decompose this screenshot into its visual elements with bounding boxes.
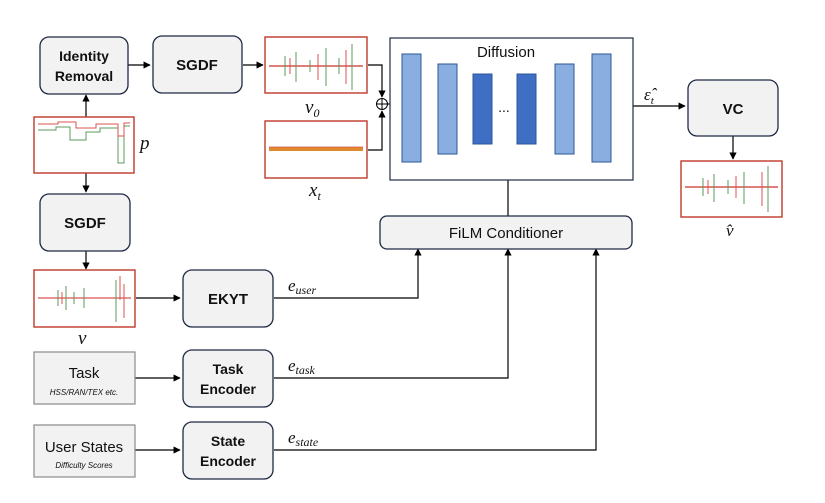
e-user-base: e — [288, 276, 296, 295]
xt-label-sub: t — [317, 189, 321, 203]
eps-hat-sub: t — [651, 95, 655, 107]
arrow-state-encoder-to-film — [274, 248, 600, 451]
e-task-label: etask — [288, 356, 316, 377]
user-states-label: User States — [45, 439, 123, 456]
task-input-box: Task HSS/RAN/TEX etc. — [33, 351, 136, 405]
task-encoder-line1: Task — [213, 361, 244, 377]
sgdf-left-box: SGDF — [39, 193, 131, 252]
state-encoder-box: State Encoder — [182, 421, 274, 480]
sgdf-top-box: SGDF — [152, 35, 243, 94]
v0-signal-thumbnail — [264, 36, 368, 94]
diffusion-block: Diffusion ... — [389, 37, 634, 181]
e-user-label: euser — [288, 276, 317, 297]
sgdf-left-label: SGDF — [64, 215, 106, 232]
e-task-base: e — [288, 356, 296, 375]
sgdf-top-label: SGDF — [176, 57, 218, 74]
e-state-base: e — [288, 428, 296, 447]
xt-label: xt — [308, 180, 321, 203]
e-state-sub: state — [296, 435, 319, 449]
p-label: p — [138, 133, 150, 154]
state-encoder-line1: State — [211, 433, 245, 449]
task-input-sublabel: HSS/RAN/TEX etc. — [50, 388, 118, 397]
user-states-sublabel: Difficulty Scores — [55, 461, 112, 470]
identity-removal-box: Identity Removal — [39, 36, 129, 95]
e-user-sub: user — [296, 283, 317, 297]
vc-box: VC — [687, 79, 779, 137]
task-encoder-box: Task Encoder — [182, 349, 274, 408]
identity-removal-line1: Identity — [59, 48, 109, 64]
v-label: v — [78, 328, 87, 349]
v0-label: v0 — [305, 97, 319, 120]
task-encoder-line2: Encoder — [200, 381, 257, 397]
vhat-label: v̂ — [726, 221, 734, 240]
xt-label-base: x — [308, 180, 318, 201]
arrow-xt-to-sum — [368, 110, 386, 151]
diffusion-layer-6 — [591, 53, 612, 163]
film-conditioner-label: FiLM Conditioner — [449, 225, 563, 242]
ekyt-label: EKYT — [208, 291, 248, 308]
identity-removal-line2: Removal — [55, 68, 113, 84]
ekyt-box: EKYT — [182, 269, 274, 328]
diffusion-layer-2 — [437, 63, 458, 155]
state-encoder-line2: Encoder — [200, 453, 257, 469]
eps-hat-label: ε̂t — [644, 85, 658, 107]
arrow-ekyt-to-film — [274, 248, 422, 299]
film-conditioner-box: FiLM Conditioner — [379, 215, 633, 250]
diffusion-layer-4 — [516, 73, 537, 145]
e-task-sub: task — [296, 363, 316, 377]
xt-signal-thumbnail — [264, 120, 368, 179]
diffusion-label: Diffusion — [477, 44, 535, 61]
arrow-v0-to-sum — [368, 64, 386, 98]
v0-label-base: v — [305, 97, 314, 118]
arrow-task-encoder-to-film — [274, 248, 512, 379]
diffusion-ellipsis: ... — [498, 99, 510, 115]
task-input-label: Task — [69, 365, 100, 382]
vhat-signal-thumbnail — [680, 160, 783, 218]
connectors — [82, 61, 737, 454]
diffusion-layer-1 — [401, 53, 422, 163]
p-signal-thumbnail — [33, 116, 135, 174]
user-states-input-box: User States Difficulty Scores — [33, 424, 136, 478]
v-signal-thumbnail — [33, 269, 136, 328]
v0-label-sub: 0 — [313, 106, 319, 120]
sum-node — [376, 98, 388, 110]
e-state-label: estate — [288, 428, 319, 449]
diffusion-layer-5 — [554, 63, 575, 155]
vc-label: VC — [723, 101, 744, 118]
diffusion-layer-3 — [472, 73, 493, 145]
